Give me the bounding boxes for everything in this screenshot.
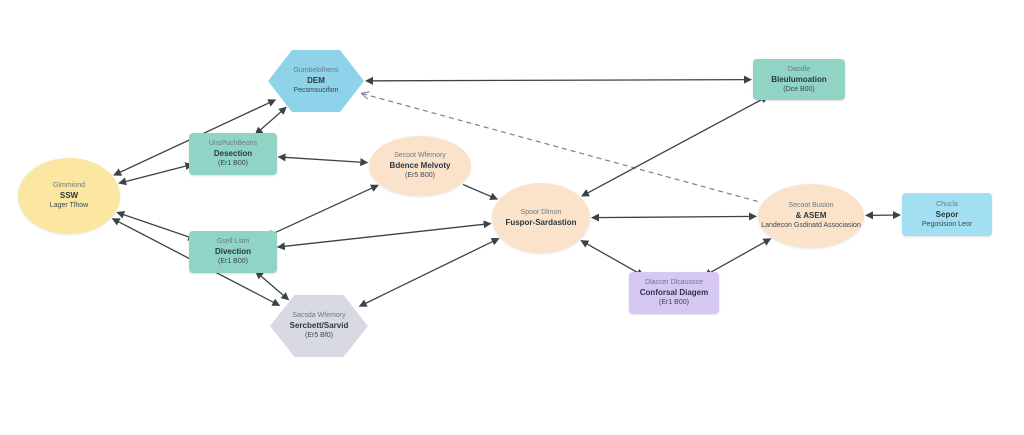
node-gray-hex-line3: (Er5 Bf0) — [304, 332, 333, 339]
edge-peach-center-to-teal-top-right — [581, 95, 769, 197]
node-top-hex-line1: Gumbelolhens — [293, 67, 339, 74]
node-top-hex-line2: DEM — [307, 76, 325, 85]
edge-peach-center-to-peach-right — [590, 212, 758, 222]
node-lavender-line1: Dlaccer Dlcaussce — [645, 279, 703, 286]
node-teal-top-right-line2: Bleulumoation — [771, 74, 827, 84]
node-root-line3: Lager Tlhow — [49, 202, 89, 209]
node-teal-lower-left-line3: (Er1 B00) — [218, 258, 248, 265]
node-blue-far-right-line1: Chucla — [936, 200, 958, 208]
edge-peach-center-to-lavender — [580, 240, 645, 277]
edge-teal-lower-left-to-peach-center-left — [265, 184, 379, 238]
node-peach-center-left-line3: (Er5 B00) — [405, 172, 435, 179]
node-peach-right[interactable]: Secoot Busion & ASEM Landecon Gsdinatd Ass… — [758, 184, 864, 248]
node-teal-upper-left-line3: (Er1 B00) — [218, 160, 248, 167]
edge-teal-lower-left-to-gray-hex — [255, 271, 290, 301]
node-teal-upper-left-line1: UnsPuchBeons — [208, 140, 258, 147]
node-top-hex-line3: Pecsmsucifion — [293, 87, 339, 94]
edge-top-hex-to-teal-upper-left — [254, 106, 287, 135]
node-peach-right-line3: Landecon Gsdinatd Associasion — [761, 222, 861, 229]
edge-root-to-teal-lower-left — [116, 210, 197, 241]
node-root-line1: Gimmiond — [53, 182, 85, 189]
node-lavender-line3: (Er1 B00) — [659, 299, 689, 306]
node-root-line2: SSW — [59, 191, 79, 200]
edge-teal-lower-left-to-peach-center — [276, 220, 492, 251]
node-teal-upper-left-line2: Desection — [213, 149, 253, 158]
node-gray-hex-line1: Sacsda Wfemory — [292, 312, 346, 319]
node-peach-center-line2: Fuspor-Sardastion — [505, 218, 577, 227]
edge-top-hex-to-teal-top-right — [364, 75, 753, 85]
node-teal-lower-left-line1: Gsell Lsim — [216, 238, 250, 245]
node-peach-center-left-line2: Bdence Melvoty — [389, 161, 451, 170]
node-peach-right-line1: Secoot Busion — [788, 202, 834, 209]
edge-peach-center-left-to-peach-center — [462, 183, 499, 201]
edge-lavender-to-peach-right — [703, 238, 772, 277]
node-teal-top-right-line3: (Dce B00) — [783, 85, 815, 93]
edge-teal-upper-left-to-peach-center-left — [277, 153, 369, 167]
node-peach-center-line1: Spoor Dlmon — [520, 209, 562, 216]
node-peach-center-left-line1: Secoot Wfemory — [394, 152, 446, 159]
node-blue-far-right-line2: Sepor — [935, 209, 959, 219]
node-teal-lower-left-line2: Divection — [214, 247, 251, 256]
node-lavender-line2: Conforsal Diagem — [639, 288, 709, 297]
node-gray-hex-line2: Sercbett/Sarvid — [289, 321, 349, 330]
node-peach-right-line2: & ASEM — [795, 211, 827, 220]
edge-root-to-teal-upper-left — [118, 162, 194, 186]
edge-gray-hex-to-peach-center — [358, 237, 500, 307]
node-teal-top-right-line1: Daodle — [787, 65, 811, 73]
node-blue-far-right-line3: Pegosision Leor — [921, 220, 973, 228]
